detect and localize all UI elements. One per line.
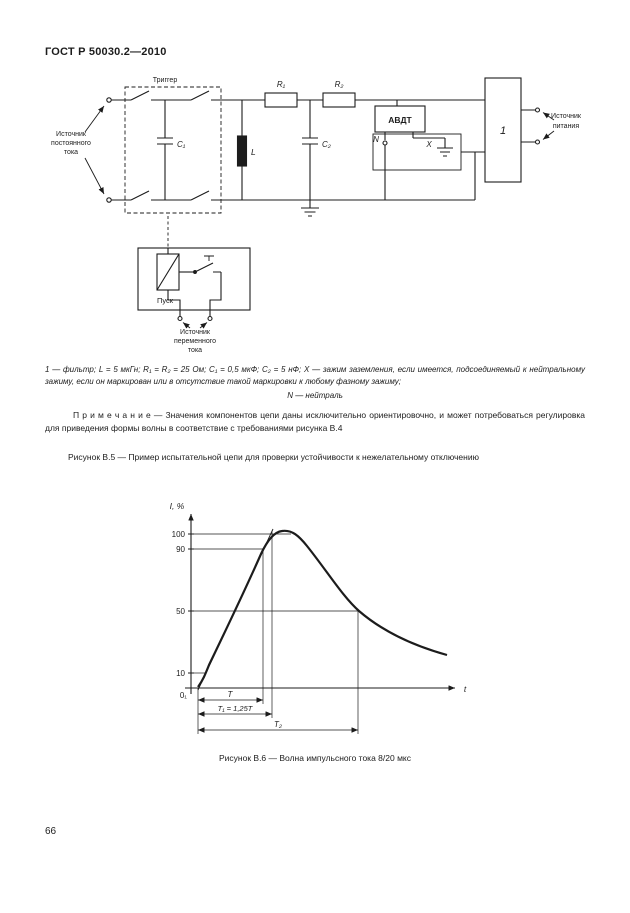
pusk-label: Пуск bbox=[157, 296, 174, 305]
filter-label: 1 bbox=[500, 125, 506, 137]
c2-label: C₂ bbox=[322, 140, 331, 149]
ground-symbol-x bbox=[437, 147, 453, 157]
dc-terminal-bottom bbox=[106, 197, 112, 203]
supply-terminal-top bbox=[534, 107, 541, 113]
dc-source-arrows bbox=[84, 105, 105, 195]
switch-top-1 bbox=[130, 90, 150, 101]
ac-source-line1: Источник bbox=[180, 329, 211, 336]
avdt-device bbox=[372, 100, 485, 200]
ac-source-line2: переменного bbox=[174, 338, 216, 345]
supply-line1: Источник bbox=[551, 113, 582, 120]
start-switch bbox=[194, 262, 214, 273]
supply-label: Источник питания bbox=[551, 113, 582, 130]
ground-symbol-bottom bbox=[301, 200, 319, 217]
trigger-label: Триггер bbox=[153, 77, 178, 84]
avdt-label: АВДТ bbox=[388, 115, 412, 125]
figure-b5-legend: 1 — фильтр; L = 5 мкГн; R₁ = R₂ = 25 Ом;… bbox=[45, 365, 585, 387]
trigger-dashed-box bbox=[124, 86, 222, 214]
l-label: L bbox=[251, 147, 256, 157]
start-box bbox=[137, 247, 251, 322]
switch-top-2 bbox=[190, 90, 210, 101]
tick-100: 100 bbox=[172, 530, 186, 539]
page-number: 66 bbox=[45, 826, 57, 837]
top-rail-wire bbox=[106, 90, 485, 103]
dc-source-label: Источник постоянного тока bbox=[51, 131, 91, 156]
ac-source-line3: тока bbox=[188, 347, 202, 354]
dimension-lines bbox=[198, 697, 358, 733]
supply-line2: питания bbox=[553, 123, 579, 130]
dc-source-line2: постоянного bbox=[51, 140, 91, 147]
r2-label: R₂ bbox=[335, 80, 344, 89]
r1-label: R₁ bbox=[277, 80, 286, 89]
page-title: ГОСТ Р 50030.2—2010 bbox=[45, 46, 167, 58]
note-paragraph: П р и м е ч а н и е — Значения компонент… bbox=[45, 410, 585, 433]
dc-source-line1: Источник bbox=[56, 131, 87, 138]
figure-b5-legend-neutral: N — нейтраль bbox=[287, 391, 343, 400]
filter-block bbox=[484, 77, 541, 183]
capacitor-c2 bbox=[302, 100, 318, 200]
switch-bottom-2 bbox=[190, 190, 210, 201]
figure-b5-caption: Рисунок В.5 — Пример испытательной цепи … bbox=[68, 452, 479, 462]
ac-terminal-right bbox=[207, 315, 213, 322]
supply-terminal-bottom bbox=[534, 139, 541, 145]
x-label: X bbox=[425, 140, 432, 149]
dim-t2-label: T₂ bbox=[274, 720, 282, 729]
supply-arrows bbox=[542, 112, 555, 140]
impulse-current-curve bbox=[197, 529, 448, 688]
construction-verticals bbox=[197, 531, 359, 734]
resistor-r1 bbox=[264, 92, 298, 108]
x-axis-label: t bbox=[464, 684, 467, 694]
bottom-rail-wire bbox=[106, 190, 475, 203]
tick-90: 90 bbox=[176, 545, 185, 554]
figure-b6-graph: I, % t 100 90 50 10 0₁ T T₁ = 1,25T T₂ bbox=[170, 501, 467, 734]
figure-b6-caption: Рисунок В.6 — Волна импульсного тока 8/2… bbox=[218, 753, 411, 763]
inductor-l bbox=[236, 100, 248, 200]
origin-label: 0₁ bbox=[180, 691, 187, 700]
neutral-terminal bbox=[382, 140, 388, 146]
c1-label: C₁ bbox=[177, 140, 186, 149]
tick-10: 10 bbox=[176, 669, 185, 678]
switch-bottom-1 bbox=[130, 190, 150, 201]
dim-t-label: T bbox=[228, 690, 234, 699]
dim-t1-label: T₁ = 1,25T bbox=[218, 704, 254, 713]
dc-source-line3: тока bbox=[64, 149, 78, 156]
ac-source-label: Источник переменного тока bbox=[174, 329, 216, 354]
capacitor-c1 bbox=[157, 100, 173, 200]
tick-50: 50 bbox=[176, 607, 185, 616]
n-label: N bbox=[373, 135, 379, 144]
resistor-r2 bbox=[322, 92, 356, 108]
dc-terminal-top bbox=[106, 97, 112, 103]
y-axis-label: I, % bbox=[170, 501, 185, 511]
axes bbox=[185, 514, 455, 694]
ac-terminal-left bbox=[177, 315, 183, 322]
figure-b5-circuit-diagram: Триггер R₁ R₂ АВДТ N X C₁ C₂ L 1 Пуск Ис… bbox=[51, 77, 582, 354]
ac-source-arrows bbox=[182, 322, 208, 329]
